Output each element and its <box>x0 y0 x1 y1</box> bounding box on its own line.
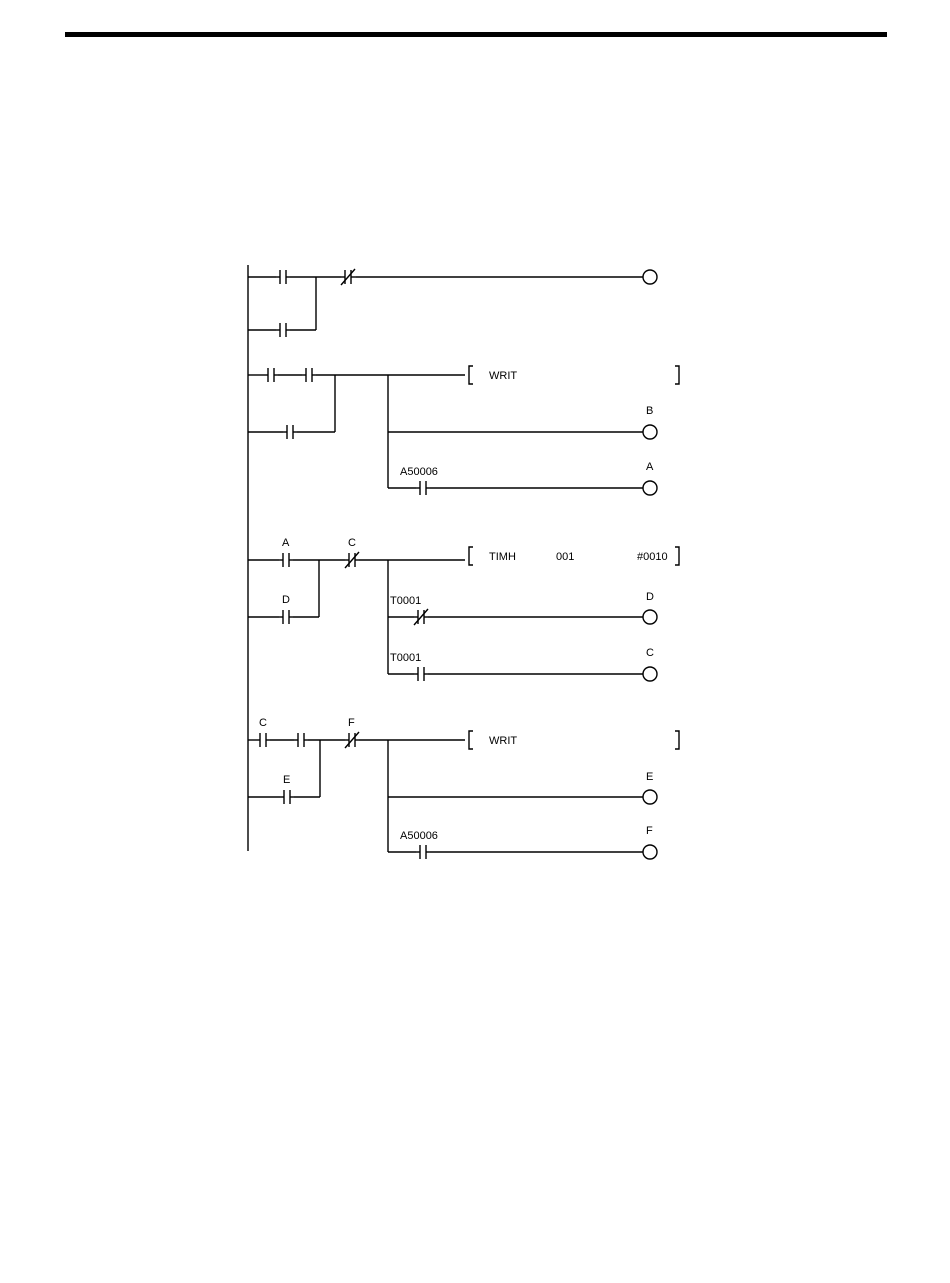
rung-2-coil-b <box>643 425 657 439</box>
rung-3-instruction-op2: #0010 <box>637 551 668 563</box>
rung-2-contact-branch <box>283 425 297 439</box>
rung-3-contact-t0001-nc-label: T0001 <box>390 595 421 607</box>
rung-1-contact-no <box>276 270 290 284</box>
rung-3-coil-c <box>643 667 657 681</box>
rung-4-wires <box>248 740 643 852</box>
rung-1-contact-no-branch <box>276 323 290 337</box>
rung-3-contact-t0001-nc <box>414 609 428 625</box>
rung-2-contact-2 <box>302 368 316 382</box>
rung-3-contact-a-label: A <box>282 537 290 549</box>
rung-4-contact-f-label: F <box>348 717 355 729</box>
rung-4-contact-a50006 <box>416 845 430 859</box>
rung-2-coil-a <box>643 481 657 495</box>
rung-4-contact-f-nc <box>345 732 359 748</box>
rung-4-coil-e <box>643 790 657 804</box>
rung-4-contact-2 <box>294 733 308 747</box>
rung-3-coil-d-label: D <box>646 591 654 603</box>
rung-2-instruction-name: WRIT <box>489 370 517 382</box>
rung-4-contact-c <box>256 733 270 747</box>
rung-3-coil-c-label: C <box>646 647 654 659</box>
rung-4-coil-f-label: F <box>646 825 653 837</box>
rung-2-contact-1 <box>264 368 278 382</box>
rung-2-contact-a50006 <box>416 481 430 495</box>
rung-2-contact-a50006-label: A50006 <box>400 466 438 478</box>
rung-1-output-coil <box>643 270 657 284</box>
rung-4-contact-e <box>280 790 294 804</box>
rung-1-wires <box>248 277 643 330</box>
rung-4-contact-c-label: C <box>259 717 267 729</box>
rung-3-contact-c-nc <box>345 552 359 568</box>
rung-3-instruction-op1: 001 <box>556 551 574 563</box>
rung-3-instruction-name: TIMH <box>489 551 516 563</box>
rung-3-contact-t0001-no-label: T0001 <box>390 652 421 664</box>
rung-3-contact-a <box>279 553 293 567</box>
rung-2-coil-b-label: B <box>646 405 653 417</box>
rung-3-coil-d <box>643 610 657 624</box>
rung-1-contact-nc <box>341 269 356 285</box>
rung-4-contact-e-label: E <box>283 774 290 786</box>
rung-2-wires <box>248 375 643 488</box>
rung-3-contact-d-label: D <box>282 594 290 606</box>
rung-3-contact-t0001-no <box>414 667 428 681</box>
rung-4-coil-e-label: E <box>646 771 653 783</box>
rung-3-contact-c-label: C <box>348 537 356 549</box>
rung-3-contact-d <box>279 610 293 624</box>
rung-4-instruction-name: WRIT <box>489 735 517 747</box>
rung-3-wires <box>248 560 643 674</box>
rung-4-coil-f <box>643 845 657 859</box>
rung-2-coil-a-label: A <box>646 461 654 473</box>
rung-4-contact-a50006-label: A50006 <box>400 830 438 842</box>
